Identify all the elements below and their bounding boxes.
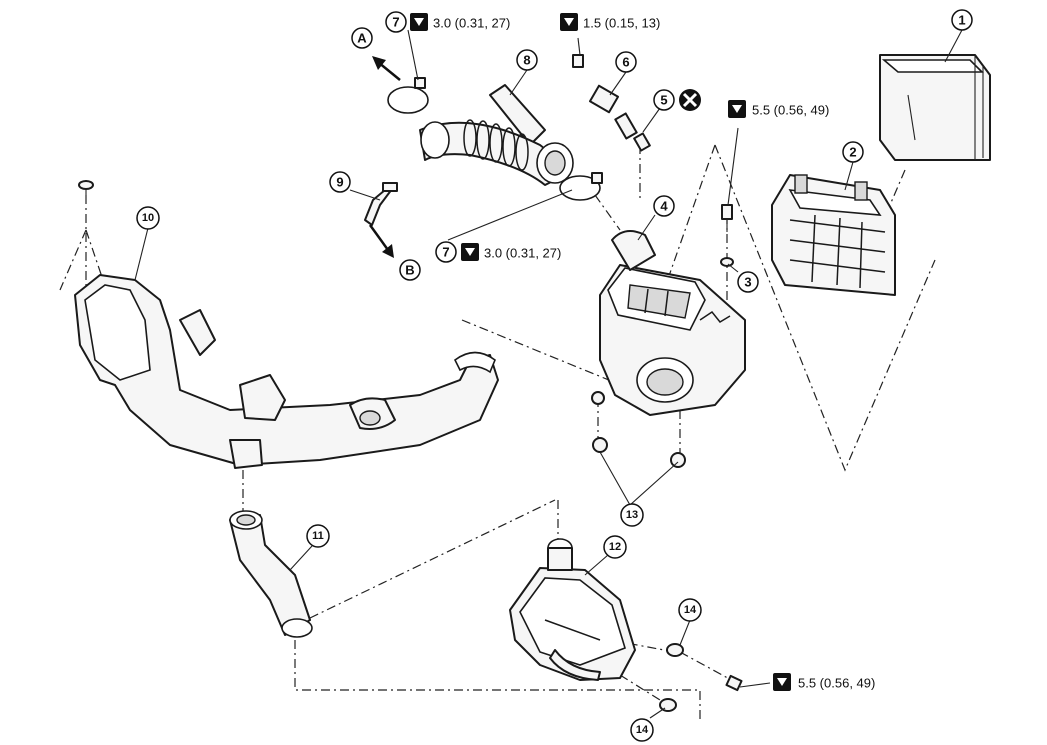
air-cleaner-mesh-cover [771,174,896,296]
torque-wrench-icon [773,673,791,691]
air-duct-bellows-hose [419,84,574,186]
svg-text:3.0 (0.31, 27): 3.0 (0.31, 27) [433,16,510,31]
callout-6: 6 [615,51,637,73]
do-not-reuse-icon [679,89,701,111]
callout-9: 9 [329,171,351,193]
callout-8: 8 [516,49,538,71]
air-filter-element [879,54,991,161]
svg-text:8: 8 [523,53,530,68]
svg-text:3.0 (0.31, 27): 3.0 (0.31, 27) [484,246,561,261]
callout-7-lower: 7 [435,241,457,263]
callout-5: 5 [653,89,675,111]
torque-wrench-icon [461,243,479,261]
callout-2: 2 [842,141,864,163]
direction-label-a: A [357,31,367,46]
callout-1: 1 [951,9,973,31]
resonator-grommets [659,643,684,712]
blow-by-hose [364,182,398,226]
svg-text:14: 14 [636,724,649,736]
svg-text:5.5 (0.56, 49): 5.5 (0.56, 49) [752,103,829,118]
torque-spec-clamp-top: 3.0 (0.31, 27) [410,13,510,31]
callout-12: 12 [603,535,627,559]
callout-11: 11 [306,524,330,548]
callout-7-upper: 7 [385,11,407,33]
svg-text:12: 12 [609,541,621,553]
torque-spec-resonator-bolt: 5.5 (0.56, 49) [773,673,875,691]
torque-spec-clip-top: 1.5 (0.15, 13) [560,13,660,31]
intake-air-temp-sensor [572,54,651,152]
air-cleaner-case [599,230,746,416]
hose-clamp-upper [387,77,429,114]
callout-4: 4 [653,195,675,217]
svg-text:14: 14 [684,604,697,616]
torque-wrench-icon [560,13,578,31]
resonator-bolt [725,674,771,692]
callout-3: 3 [737,271,759,293]
svg-text:10: 10 [142,212,154,224]
callout-10: 10 [136,206,160,230]
hose-clamp-lower [559,172,603,201]
case-bolt [720,204,734,267]
callout-14-lower: 14 [630,718,654,742]
svg-text:5: 5 [660,93,667,108]
svg-text:2: 2 [849,145,856,160]
case-mount-insulators [591,391,686,468]
callout-13: 13 [620,503,644,527]
svg-text:11: 11 [312,530,324,542]
direction-arrow-b: B [368,224,421,281]
torque-wrench-icon [410,13,428,31]
resonator [509,538,636,681]
direction-label-b: B [405,263,414,278]
svg-text:1: 1 [958,13,965,28]
svg-text:5.5 (0.56, 49): 5.5 (0.56, 49) [798,676,875,691]
torque-spec-clamp-lower: 3.0 (0.31, 27) [461,243,561,261]
direction-arrow-a: A [351,27,401,81]
svg-text:1.5 (0.15, 13): 1.5 (0.15, 13) [583,16,660,31]
svg-text:7: 7 [442,245,449,260]
callout-14-upper: 14 [678,598,702,622]
svg-text:9: 9 [336,175,343,190]
svg-text:13: 13 [626,509,638,521]
torque-spec-box-bolt: 5.5 (0.56, 49) [728,100,829,118]
air-inlet-duct [74,180,499,469]
svg-text:4: 4 [660,199,668,214]
torque-wrench-icon [728,100,746,118]
svg-text:7: 7 [392,15,399,30]
svg-text:6: 6 [622,55,629,70]
svg-text:3: 3 [744,275,751,290]
air-intake-hose [229,510,313,638]
